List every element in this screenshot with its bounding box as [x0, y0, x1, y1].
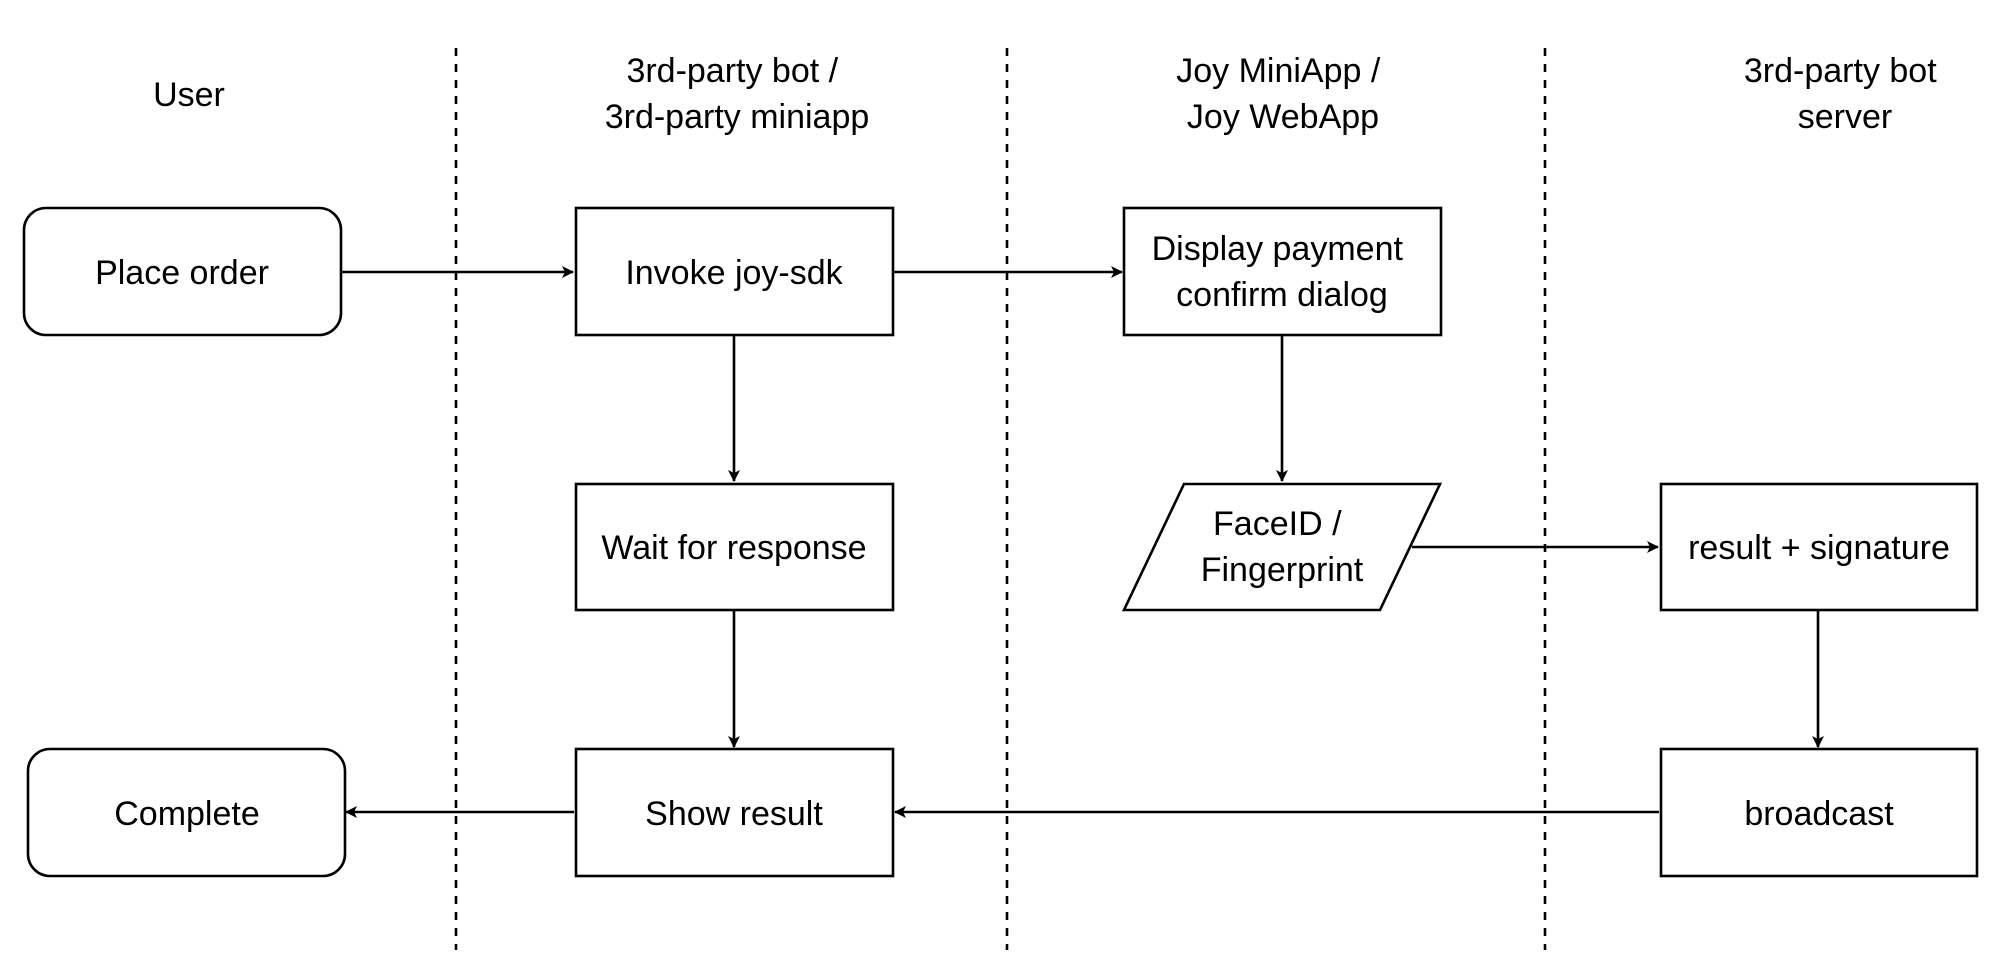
node-invoke-sdk: Invoke joy-sdk: [574, 206, 895, 337]
node-result-signature-label: result + signature: [1688, 529, 1950, 567]
lane-header-user: User: [153, 76, 225, 114]
node-display-confirm: Display payment confirm dialog: [1122, 206, 1443, 337]
node-show-result-shape: [574, 747, 895, 878]
node-result-signature-shape: [1659, 482, 1979, 612]
node-biometric-shape: [1121, 482, 1443, 612]
node-broadcast-label: broadcast: [1744, 795, 1894, 833]
node-biometric-label: FaceID / Fingerprint: [1201, 505, 1364, 589]
lane-header-joy-app: Joy MiniApp / Joy WebApp: [1176, 52, 1390, 136]
node-place-order-shape: [22, 206, 343, 337]
lane-header-bot-server: 3rd-party bot server: [1744, 52, 1946, 136]
node-place-order-label: Place order: [95, 254, 269, 292]
node-complete-label: Complete: [114, 795, 260, 833]
node-complete-shape: [26, 747, 347, 878]
node-display-confirm-label: Display payment confirm dialog: [1152, 230, 1413, 314]
node-broadcast-shape: [1659, 747, 1979, 878]
lane-header-bot-app: 3rd-party bot / 3rd-party miniapp: [605, 52, 870, 136]
node-invoke-sdk-label: Invoke joy-sdk: [625, 254, 843, 292]
node-wait-response: Wait for response: [574, 482, 895, 612]
node-show-result: Show result: [574, 747, 895, 878]
node-broadcast: broadcast: [1659, 747, 1979, 878]
node-result-signature: result + signature: [1659, 482, 1979, 612]
node-display-confirm-shape: [1122, 206, 1443, 337]
node-invoke-sdk-shape: [574, 206, 895, 337]
node-place-order: Place order: [22, 206, 343, 337]
node-wait-response-shape: [574, 482, 895, 612]
node-show-result-label: Show result: [645, 795, 823, 833]
node-wait-response-label: Wait for response: [601, 529, 866, 567]
node-biometric: FaceID / Fingerprint: [1121, 482, 1443, 612]
node-complete: Complete: [26, 747, 347, 878]
